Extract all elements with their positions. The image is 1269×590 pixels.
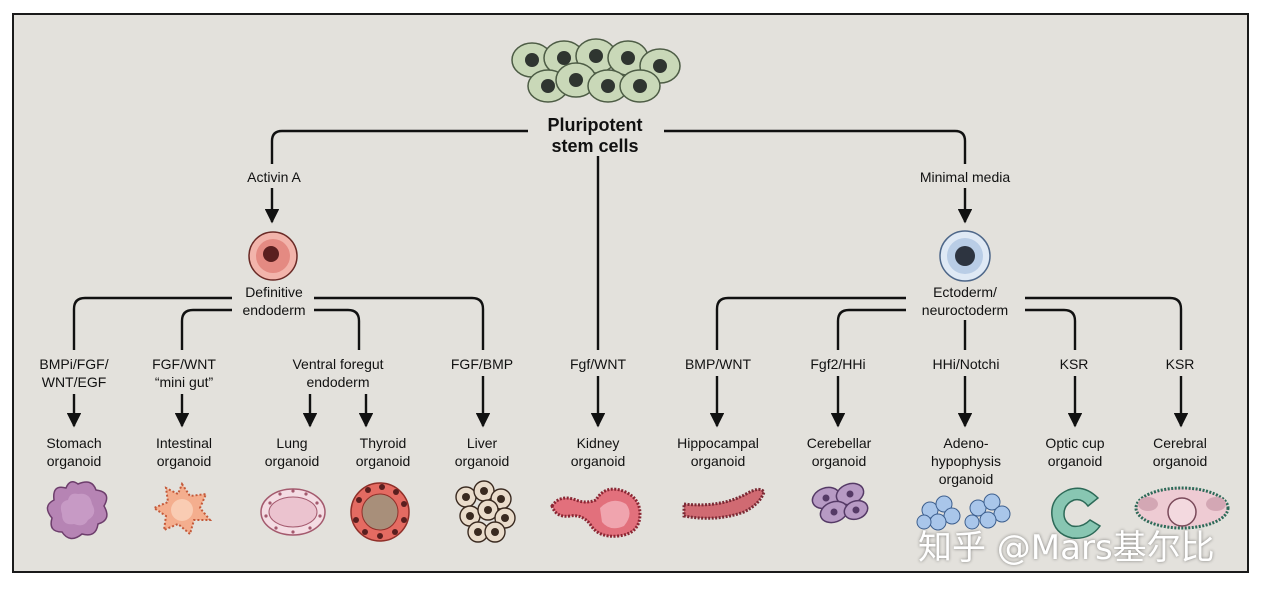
- kidney-suffix: organoid: [570, 453, 626, 469]
- intestinal-condition: FGF/WNT “mini gut”: [152, 355, 216, 391]
- hippocampal-organoid-label: Hippocampal organoid: [677, 434, 759, 470]
- intestinal-organoid-icon: [151, 481, 213, 536]
- definitive-endoderm-label: Definitive endoderm: [242, 283, 305, 319]
- liver-name: Liver: [466, 435, 498, 451]
- hippocampal-name: Hippocampal: [677, 435, 759, 451]
- thyroid-organoid-label: Thyroid organoid: [356, 434, 411, 470]
- endoderm-outer-line: [72, 296, 232, 350]
- ectoderm-outer-right-line: [1025, 296, 1183, 350]
- endoderm-line2: endoderm: [242, 302, 306, 318]
- stomach-organoid-label: Stomach organoid: [46, 434, 101, 470]
- kidney-name: Kidney: [576, 435, 620, 451]
- adenohypophysis-organoid-icon: [916, 493, 1011, 531]
- thyroid-suffix: organoid: [355, 453, 411, 469]
- diagram-frame: [12, 13, 1249, 573]
- root-line2: stem cells: [551, 136, 639, 156]
- cerebral-name: Cerebral: [1153, 435, 1207, 451]
- liver-suffix: organoid: [454, 453, 510, 469]
- lung-name: Lung: [276, 435, 308, 451]
- stomach-condition-line2: WNT/EGF: [41, 374, 107, 390]
- optic-condition: KSR: [1059, 356, 1089, 372]
- ectoderm-outer-left-line: [715, 296, 906, 350]
- lung-organoid-label: Lung organoid: [265, 434, 320, 470]
- optic-name: Optic cup: [1045, 435, 1105, 451]
- liver-condition: FGF/BMP: [450, 356, 514, 372]
- minimal-media-label: Minimal media: [919, 169, 1011, 185]
- optic-cup-organoid-icon: [1051, 487, 1102, 539]
- kidney-organoid-label: Kidney organoid: [571, 434, 626, 470]
- stomach-condition-line1: BMPi/FGF/: [39, 356, 109, 372]
- cerebral-suffix: organoid: [1152, 453, 1208, 469]
- lung-organoid-icon: [260, 488, 326, 536]
- cerebellar-name: Cerebellar: [806, 435, 872, 451]
- adeno-line3: organoid: [938, 471, 994, 487]
- intestinal-organoid-label: Intestinal organoid: [156, 434, 212, 470]
- ventral-foregut-condition: Ventral foregut endoderm: [292, 355, 383, 391]
- stomach-name: Stomach: [46, 435, 102, 451]
- ectoderm-line2: neuroctoderm: [921, 302, 1009, 318]
- ectoderm-inner-left-line: [836, 308, 906, 350]
- optic-cup-organoid-label: Optic cup organoid: [1045, 434, 1104, 470]
- adeno-line2: hypophysis: [930, 453, 1002, 469]
- cerebellar-suffix: organoid: [811, 453, 867, 469]
- pluripotent-stem-cells-label: Pluripotent stem cells: [548, 115, 643, 157]
- ectoderm-label: Ectoderm/ neuroctoderm: [922, 283, 1008, 319]
- kidney-organoid-icon: [550, 487, 642, 538]
- ectoderm-cell-icon: [939, 230, 991, 282]
- adenohypophysis-organoid-label: Adeno- hypophysis organoid: [931, 434, 1001, 488]
- kidney-condition: Fgf/WNT: [570, 356, 626, 372]
- intestinal-condition-line1: FGF/WNT: [152, 356, 216, 372]
- root-line1: Pluripotent: [547, 115, 643, 135]
- stomach-suffix: organoid: [46, 453, 102, 469]
- zhihu-watermark: 知乎 @Mars基尔比: [918, 528, 1215, 568]
- endoderm-inner-left-line: [180, 308, 232, 350]
- stomach-condition: BMPi/FGF/ WNT/EGF: [39, 355, 108, 391]
- endoderm-line1: Definitive: [245, 284, 303, 300]
- intestinal-condition-line2: “mini gut”: [154, 374, 214, 390]
- hippocampal-organoid-icon: [682, 487, 766, 520]
- intestinal-suffix: organoid: [156, 453, 212, 469]
- cerebellar-organoid-icon: [811, 482, 869, 524]
- ectoderm-line1: Ectoderm/: [933, 284, 997, 300]
- root-to-left-line: [270, 129, 528, 164]
- ventral-condition-line2: endoderm: [306, 374, 370, 390]
- activin-a-label: Activin A: [247, 169, 301, 185]
- cerebral-organoid-icon: [1134, 486, 1230, 530]
- endoderm-outer-right-line: [314, 296, 485, 350]
- adeno-line1: Adeno-: [943, 435, 989, 451]
- thyroid-organoid-icon: [350, 482, 410, 542]
- optic-suffix: organoid: [1047, 453, 1103, 469]
- lung-suffix: organoid: [264, 453, 320, 469]
- cerebral-organoid-label: Cerebral organoid: [1153, 434, 1208, 470]
- liver-organoid-label: Liver organoid: [455, 434, 510, 470]
- thyroid-name: Thyroid: [359, 435, 407, 451]
- liver-organoid-icon: [455, 480, 516, 543]
- hippocampal-condition: BMP/WNT: [684, 356, 752, 372]
- endoderm-cell-icon: [248, 231, 298, 281]
- cerebral-condition: KSR: [1165, 356, 1195, 372]
- adeno-condition: HHi/Notchi: [932, 356, 1000, 372]
- ectoderm-inner-right-line: [1025, 308, 1077, 350]
- intestinal-name: Intestinal: [155, 435, 213, 451]
- hippocampal-suffix: organoid: [690, 453, 746, 469]
- cerebellar-condition: Fgf2/HHi: [810, 356, 866, 372]
- stem-cell-cluster-icon: [511, 38, 681, 103]
- endoderm-inner-right-line: [314, 308, 361, 350]
- root-to-right-line: [664, 129, 967, 164]
- ventral-condition-line1: Ventral foregut: [292, 356, 384, 372]
- stomach-organoid-icon: [46, 481, 108, 540]
- cerebellar-organoid-label: Cerebellar organoid: [807, 434, 872, 470]
